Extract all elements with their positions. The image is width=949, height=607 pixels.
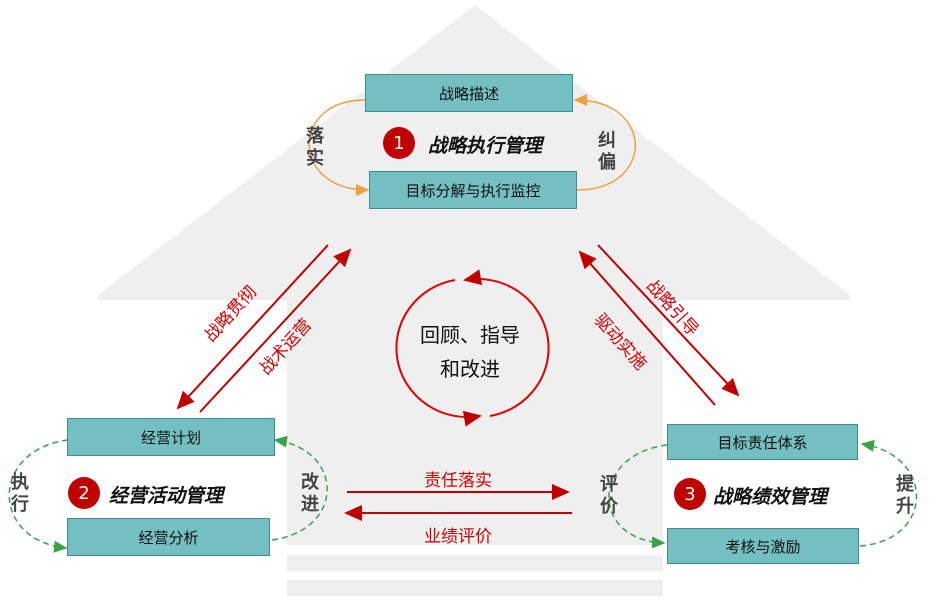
label-enhance: 提 升 <box>894 474 916 518</box>
left-right-loop-arrow <box>271 435 328 541</box>
right-down-arrow <box>597 244 740 397</box>
label-performance-evaluation: 业绩评价 <box>424 527 492 547</box>
top-right-loop-arrow <box>573 94 636 191</box>
label-char: 升 <box>896 496 914 517</box>
box-assessment-incentive: 考核与激励 <box>667 528 859 564</box>
label-execute: 执 行 <box>9 472 31 516</box>
right-up-arrow <box>578 250 716 406</box>
label-char: 实 <box>306 148 324 169</box>
label-char: 改 <box>301 472 319 493</box>
label-char: 行 <box>11 494 29 515</box>
box-goal-decomposition: 目标分解与执行监控 <box>369 171 577 209</box>
left-up-arrow <box>199 248 352 413</box>
label-char: 评 <box>600 474 618 495</box>
box-target-responsibility: 目标责任体系 <box>667 424 858 460</box>
label-char: 落 <box>306 126 324 147</box>
box-strategy-description: 战略描述 <box>365 74 573 112</box>
center-line-1: 回顾、指导 <box>420 323 520 347</box>
right-right-loop-arrow <box>859 439 918 547</box>
box-business-analysis: 经营分析 <box>67 518 270 556</box>
number-badge-1: 1 <box>383 127 415 159</box>
label-char: 进 <box>301 494 319 515</box>
top-left-loop-arrow <box>308 99 370 196</box>
label-char: 纠 <box>598 130 616 151</box>
box-business-plan: 经营计划 <box>67 418 275 456</box>
label-char: 价 <box>600 496 618 517</box>
label-char: 偏 <box>598 152 616 173</box>
center-cycle-text: 回顾、指导 和改进 <box>390 318 550 386</box>
label-evaluate: 评 价 <box>598 474 620 518</box>
center-line-2: 和改进 <box>440 357 500 381</box>
title-strategy-execution: 战略执行管理 <box>428 135 543 157</box>
right-left-loop-arrow <box>608 444 668 549</box>
label-improve: 改 进 <box>299 472 321 516</box>
center-cycle-arrow-right <box>463 269 550 417</box>
label-correct: 纠 偏 <box>596 130 618 174</box>
number-badge-3: 3 <box>674 478 706 510</box>
center-cycle-arrow-left <box>395 279 482 427</box>
label-char: 提 <box>896 474 914 495</box>
number-badge-2: 2 <box>68 477 100 509</box>
left-down-arrow <box>176 244 329 410</box>
label-responsibility: 责任落实 <box>424 471 492 491</box>
label-char: 执 <box>11 472 29 493</box>
title-performance-management: 战略绩效管理 <box>713 486 828 508</box>
title-business-management: 经营活动管理 <box>109 485 224 507</box>
label-implement: 落 实 <box>304 126 326 170</box>
